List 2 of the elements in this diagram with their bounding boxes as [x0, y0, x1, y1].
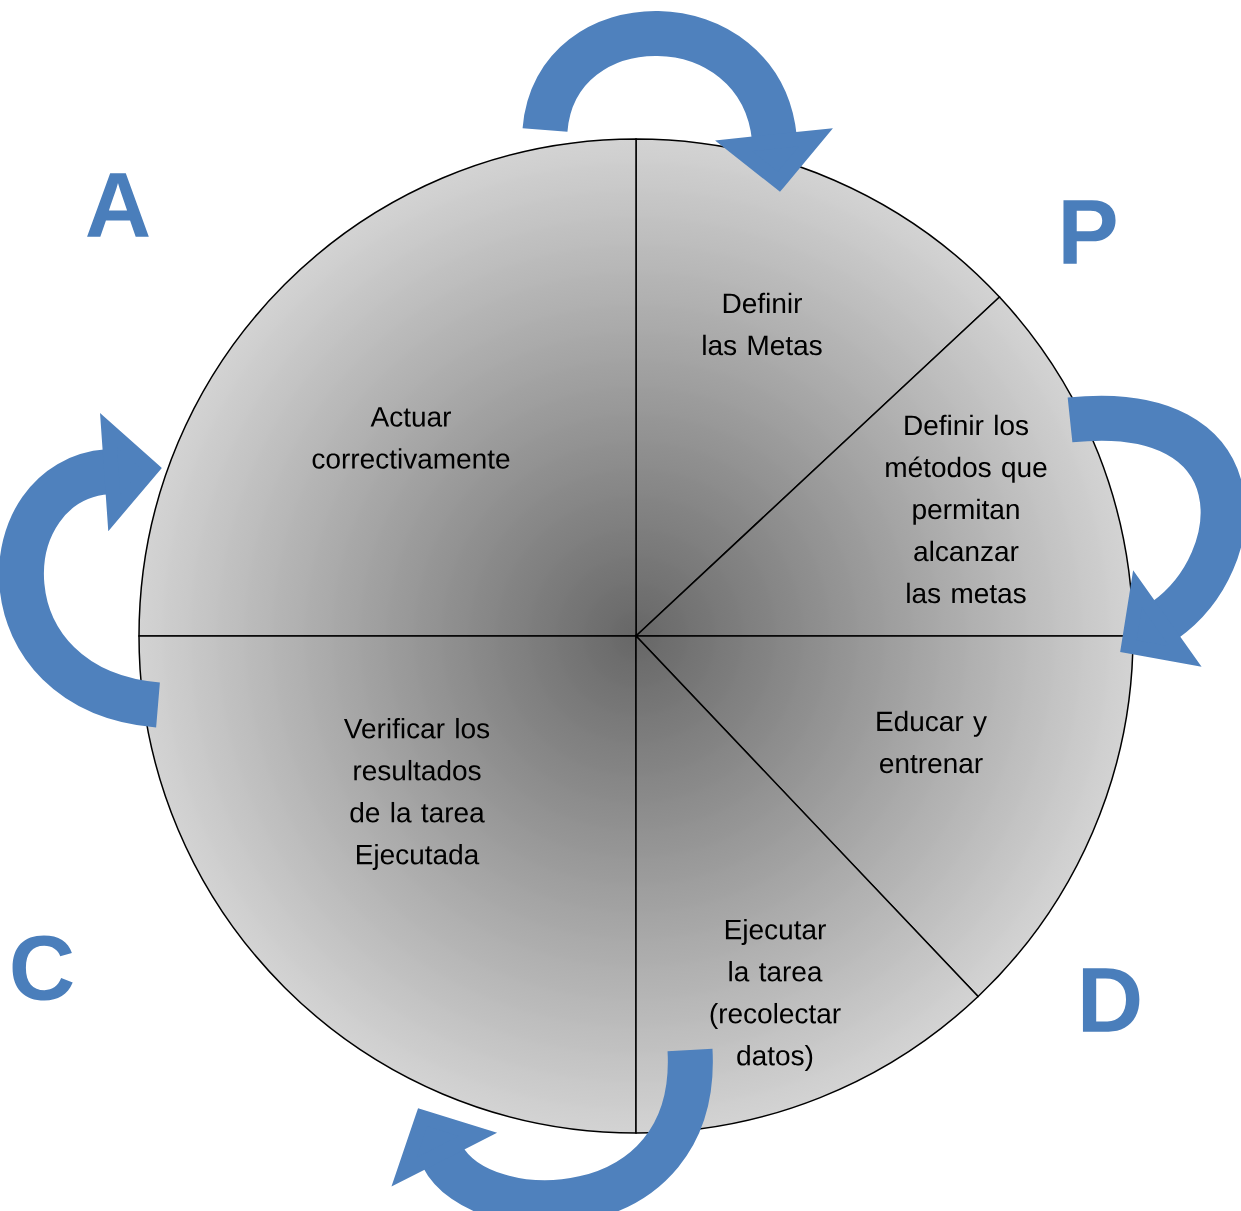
- sector: Verificar los resultados de la tarea Ejecutada: [138, 635, 637, 1134]
- cycle-letter: P: [1063, 200, 1116, 264]
